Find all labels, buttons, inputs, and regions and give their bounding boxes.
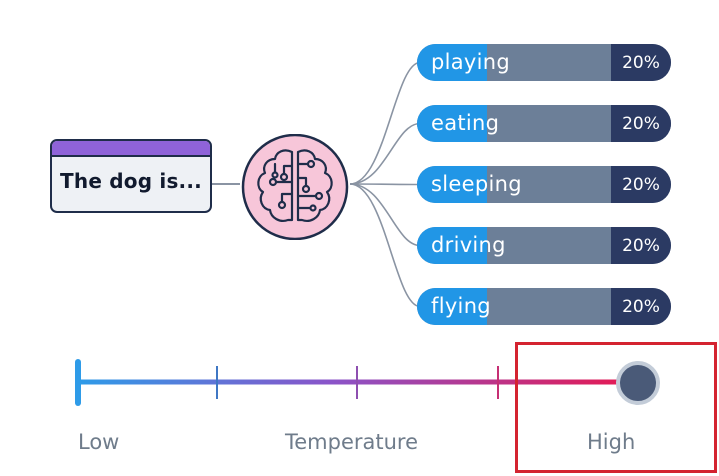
- output-option-percent: 20%: [611, 105, 671, 142]
- probability-fill: [417, 227, 487, 264]
- connector-playing: [349, 61, 421, 185]
- output-option-label: playing: [431, 50, 511, 74]
- output-option-percent: 20%: [611, 44, 671, 81]
- temperature-high-label: High: [587, 430, 636, 454]
- temperature-slider[interactable]: [75, 359, 660, 406]
- temperature-low-label: Low: [78, 430, 120, 454]
- output-option-playing: playing 20%: [417, 44, 671, 81]
- high-temperature-highlight: [515, 342, 717, 473]
- output-option-percent: 20%: [611, 166, 671, 203]
- connector-eating: [349, 122, 421, 185]
- probability-fill: [417, 44, 487, 81]
- connector-flying: [349, 183, 421, 308]
- probability-fill: [417, 288, 487, 325]
- output-option-percent: 20%: [611, 227, 671, 264]
- prompt-card: The dog is...: [50, 139, 212, 213]
- probability-fill: [417, 166, 487, 203]
- slider-knob[interactable]: [616, 361, 660, 405]
- brain-circuit-icon: [241, 134, 349, 240]
- probability-fill: [417, 105, 487, 142]
- output-option-label: flying: [431, 294, 491, 318]
- output-option-flying: flying 20%: [417, 288, 671, 325]
- output-option-label: driving: [431, 233, 506, 257]
- output-option-eating: eating 20%: [417, 105, 671, 142]
- model-output-connectors: [349, 61, 421, 308]
- connector-sleeping: [349, 183, 421, 186]
- temperature-title: Temperature: [285, 430, 419, 454]
- output-option-label: eating: [431, 111, 500, 135]
- output-option-label: sleeping: [431, 172, 522, 196]
- connector-driving: [349, 183, 421, 247]
- prompt-card-header: [52, 141, 210, 157]
- output-option-sleeping: sleeping 20%: [417, 166, 671, 203]
- prompt-text: The dog is...: [60, 169, 202, 193]
- output-option-driving: driving 20%: [417, 227, 671, 264]
- output-option-percent: 20%: [611, 288, 671, 325]
